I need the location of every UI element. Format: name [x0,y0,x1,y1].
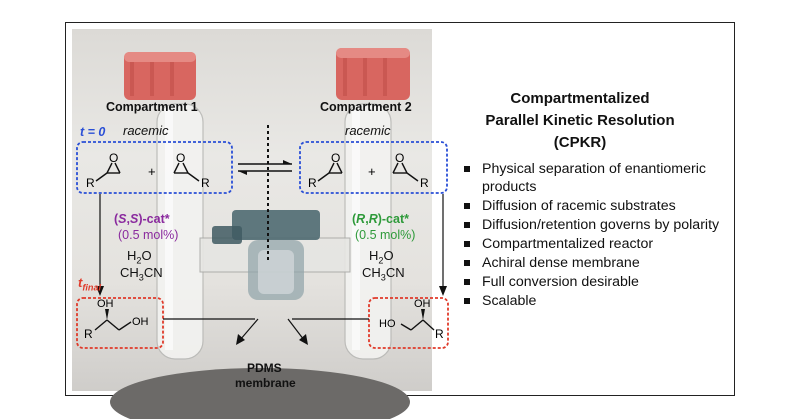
stand-base [110,368,410,419]
feature-item: Diffusion of racemic substrates [462,197,758,215]
product-box-right [368,297,449,349]
r-group-label: R [86,176,95,190]
bullet-square-icon [464,222,470,228]
bullet-square-icon [464,260,470,266]
bullet-square-icon [464,203,470,209]
hydroxyl-label: OH [132,316,149,328]
title-line-3: (CPKR) [553,134,607,151]
t-zero-label: t = 0 [80,125,106,139]
r-group-label: R [201,176,210,190]
hydroxyl-label: OH [97,298,114,310]
oxygen-label: O [331,151,341,165]
plus-sign: + [148,164,156,179]
feature-item: Scalable [462,292,758,310]
epoxide-right-a [317,162,343,182]
bullet-square-icon [464,241,470,247]
oxygen-label: O [176,151,186,165]
feature-item: Diffusion/retention governs by polarity [462,216,758,234]
title-line-1: Compartmentalized [510,90,650,107]
right-solvent-water: H2O [369,248,394,266]
membrane-arrows [163,318,369,345]
title-line-2: Parallel Kinetic Resolution [485,112,675,129]
feature-item: Compartmentalized reactor [462,235,758,253]
oxygen-label: O [109,151,119,165]
hydroxyl-label: HO [379,318,396,330]
pdms-label: PDMS [247,361,282,375]
product-box-left [76,297,164,349]
compartment-1-label: Compartment 1 [106,100,198,114]
epoxide-left-a [95,162,121,182]
bullet-square-icon [464,279,470,285]
racemic-left-label: racemic [123,123,169,138]
rr-catalyst-loading: (0.5 mol%) [355,228,416,242]
left-vial [156,103,204,360]
diol-left [94,309,132,331]
hydroxyl-label: OH [414,298,431,310]
feature-item: Achiral dense membrane [462,254,758,272]
r-group-label: R [435,327,444,341]
left-solvent-acetonitrile: CH3CN [120,265,163,283]
left-down-arrow [96,194,104,296]
racemic-box-right [299,141,448,194]
left-solvent-water: H2O [127,248,152,266]
compartment-2-label: Compartment 2 [320,100,412,114]
bullet-square-icon [464,166,470,172]
t-final-label: tfinal [78,275,102,293]
feature-item: Full conversion desirable [462,273,758,291]
ss-catalyst-loading: (0.5 mol%) [118,228,179,242]
right-cap [336,48,410,100]
right-vial [344,103,392,360]
epoxide-right-b [392,162,419,182]
diol-right [400,309,435,331]
membrane-clamp [199,210,351,300]
bullet-square-icon [464,298,470,304]
left-cap [124,52,196,100]
epoxide-left-b [173,162,200,182]
right-down-arrow [439,194,447,296]
r-group-label: R [308,176,317,190]
right-solvent-acetonitrile: CH3CN [362,265,405,283]
equilibrium-arrows [238,160,292,175]
feature-list: Physical separation of enantiomeric prod… [462,160,758,311]
plus-sign: + [368,164,376,179]
r-group-label: R [420,176,429,190]
racemic-box-left [76,141,233,194]
rr-catalyst-label: (R,R)-cat* [352,212,409,226]
racemic-right-label: racemic [345,123,391,138]
ss-catalyst-label: (S,S)-cat* [114,212,170,226]
feature-item: Physical separation of enantiomeric prod… [462,160,758,196]
oxygen-label: O [395,151,405,165]
r-group-label: R [84,327,93,341]
membrane-label: membrane [235,376,296,390]
